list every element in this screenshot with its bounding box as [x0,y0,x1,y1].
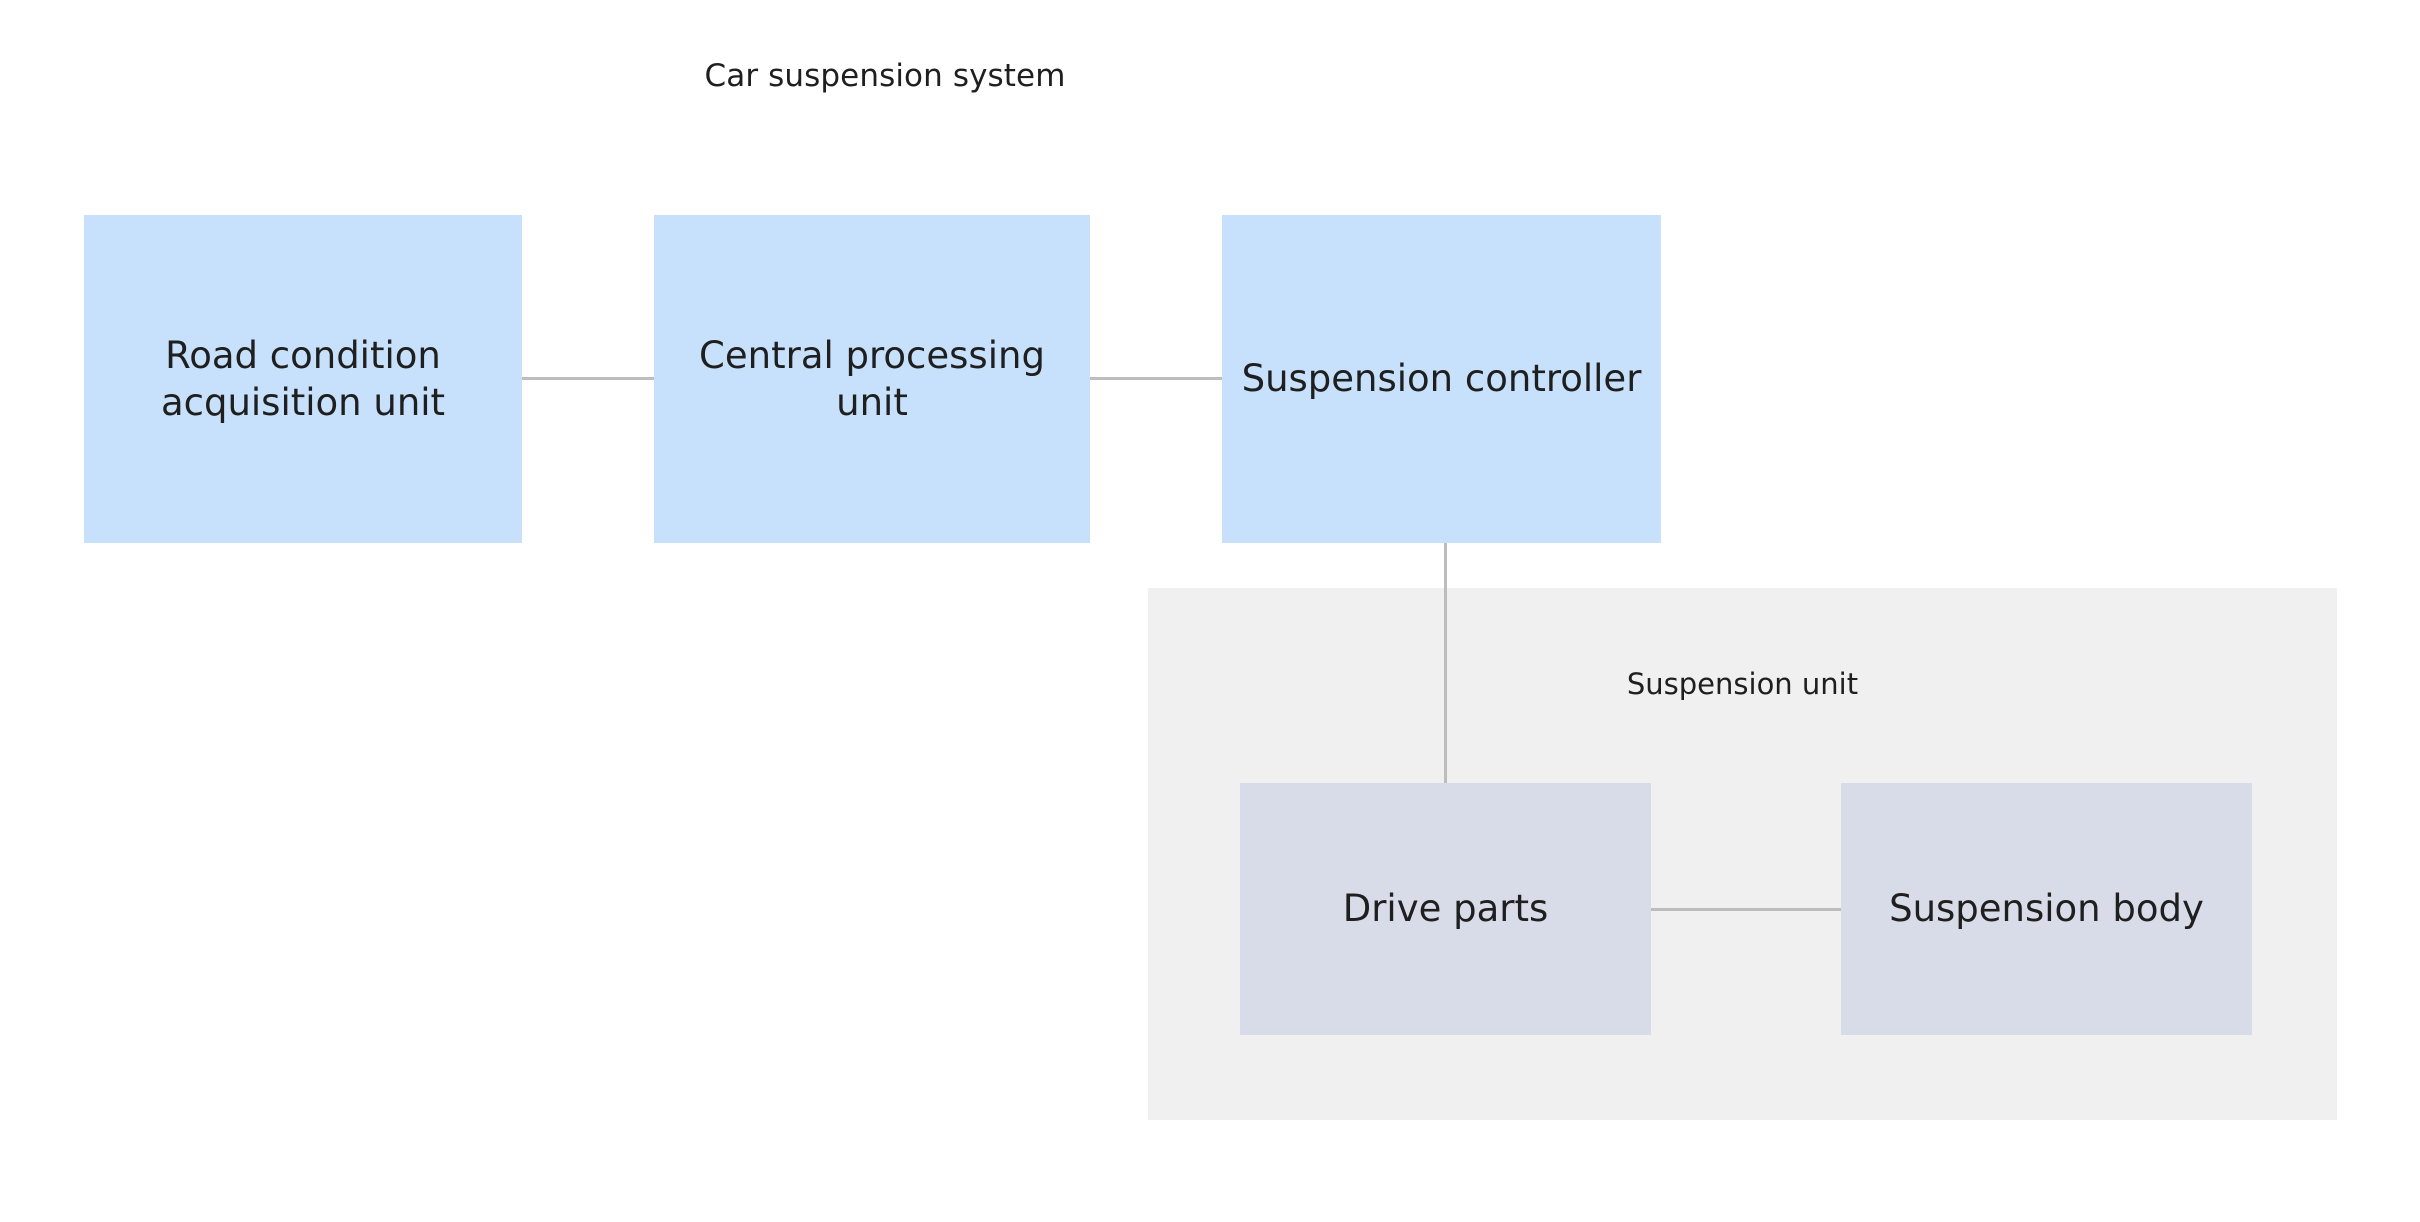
node-road-condition-acquisition-unit[interactable]: Road condition acquisition unit [84,215,522,543]
node-suspension-controller-label: Suspension controller [1241,357,1642,401]
node-central-processing-unit[interactable]: Central processing unit [654,215,1090,543]
edge-controller-to-drive-parts [1444,543,1447,784]
node-road-condition-acquisition-unit-label: Road condition acquisition unit [160,333,446,424]
edge-drive-parts-to-suspension-body [1651,908,1841,911]
node-drive-parts[interactable]: Drive parts [1240,783,1651,1035]
node-drive-parts-label: Drive parts [1342,887,1549,931]
page-title: Car suspension system [704,58,1066,94]
node-suspension-body[interactable]: Suspension body [1841,783,2252,1035]
edge-cpu-to-controller [1090,377,1222,380]
node-central-processing-unit-label: Central processing unit [699,333,1045,424]
node-suspension-controller[interactable]: Suspension controller [1222,215,1661,543]
group-suspension-unit-label: Suspension unit [1626,667,1859,701]
node-suspension-body-label: Suspension body [1889,887,2204,931]
edge-road-to-cpu [522,377,654,380]
